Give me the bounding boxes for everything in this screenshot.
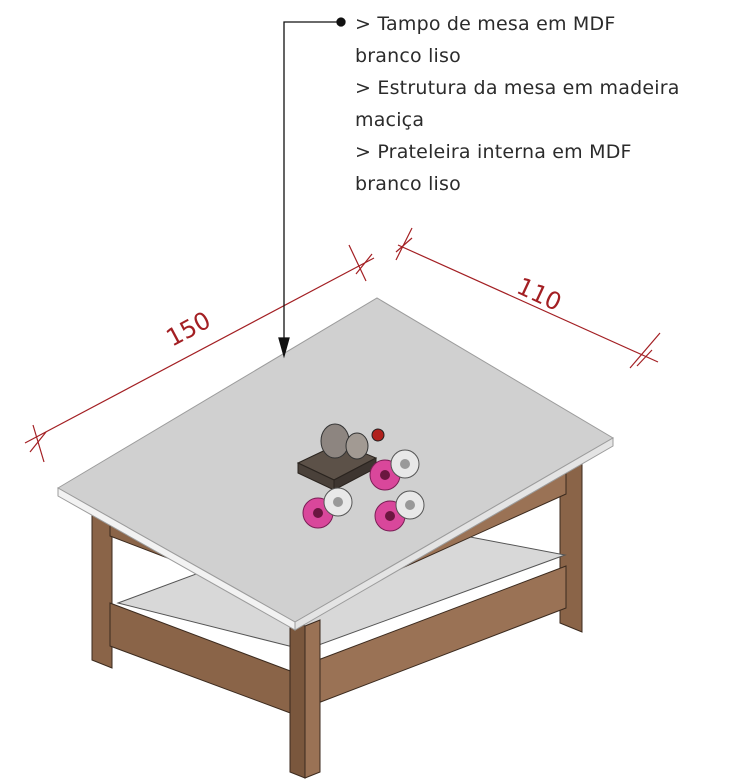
note-line-3: > Estrutura da mesa em madeira (355, 77, 680, 99)
leader-arrowhead (278, 337, 290, 359)
dimension-length-slash-start (29, 431, 47, 453)
leader-dot (336, 17, 346, 27)
dimension-length-tick-start (32, 424, 45, 463)
note-line-1: > Tampo de mesa em MDF (355, 13, 616, 35)
dimension-width-label: 110 (512, 272, 565, 317)
front-left-leg (91, 507, 113, 669)
front-corner-leg-left (289, 619, 306, 779)
dimension-width-slash-end (636, 349, 653, 367)
dimension-length-tick-end (348, 244, 367, 282)
leader-line (278, 17, 346, 359)
table-decor (296, 423, 425, 532)
dimension-length-label: 150 (162, 306, 216, 352)
dimension-width-slash-start (395, 237, 413, 253)
wooden-tray-icon (296, 423, 385, 491)
note-line-2: branco liso (355, 45, 461, 67)
note-line-5: > Prateleira interna em MDF (355, 141, 632, 163)
front-corner-leg-right (304, 619, 321, 779)
flower-icon-1 (369, 449, 420, 491)
dimension-length-slash-end (355, 253, 373, 275)
dimension-width (395, 227, 661, 369)
dimension-width-tick-start (395, 227, 413, 261)
dimension-width-line (397, 244, 659, 363)
flower-icon-3 (374, 490, 425, 532)
dimension-length-line (24, 257, 375, 444)
dimension-length (24, 244, 375, 463)
flower-icon-2 (302, 487, 353, 529)
note-line-6: branco liso (355, 173, 461, 195)
table-top-front-right-edge (294, 437, 614, 631)
note-line-4: maciça (355, 109, 425, 131)
dimension-width-tick-end (629, 332, 661, 369)
leader-polyline (283, 21, 338, 340)
material-notes: > Tampo de mesa em MDF branco liso > Est… (355, 8, 733, 200)
